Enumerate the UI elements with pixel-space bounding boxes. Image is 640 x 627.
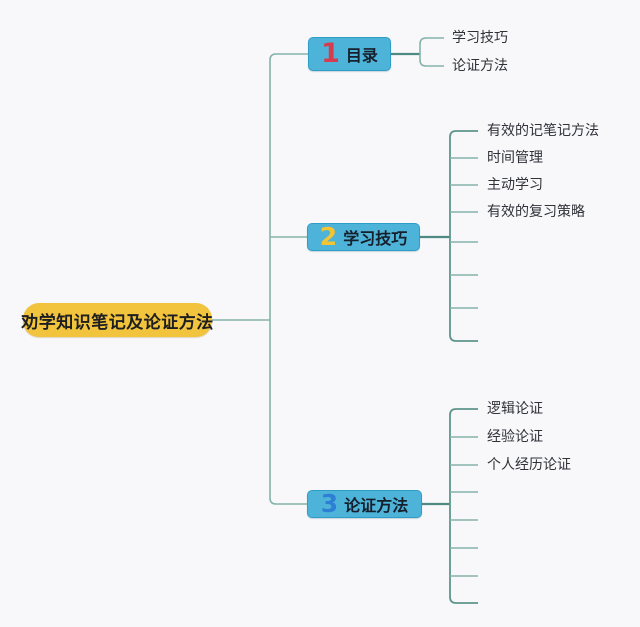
- branch-node-study-skills[interactable]: 2 学习技巧: [307, 223, 420, 251]
- branch-label-contents: 目录: [345, 46, 378, 65]
- branch-number-3: 3: [320, 488, 339, 518]
- branch-node-argument-methods[interactable]: 3 论证方法: [307, 490, 422, 518]
- branch-label-study-skills: 学习技巧: [343, 229, 408, 248]
- leaf-topic-label[interactable]: 时间管理: [487, 150, 543, 166]
- leaf-topic-label[interactable]: 主动学习: [487, 177, 543, 193]
- branch-label-argument-methods: 论证方法: [344, 496, 409, 515]
- branch-node-contents[interactable]: 1 目录: [308, 37, 391, 71]
- leaf-topic-label[interactable]: 有效的复习策略: [487, 204, 585, 220]
- root-topic-label: 劝学知识笔记及论证方法: [21, 312, 214, 333]
- leaf-topic-label[interactable]: 有效的记笔记方法: [487, 123, 599, 139]
- leaf-topic-label[interactable]: 论证方法: [452, 58, 508, 74]
- branch-number-2: 2: [319, 221, 338, 251]
- leaf-topic-label[interactable]: 经验论证: [487, 429, 543, 445]
- root-topic[interactable]: 劝学知识笔记及论证方法: [21, 303, 214, 337]
- branch-number-1: 1: [321, 37, 340, 69]
- leaf-topic-label[interactable]: 个人经历论证: [487, 457, 571, 473]
- leaf-topic-label[interactable]: 逻辑论证: [487, 401, 543, 417]
- leaf-topic-label[interactable]: 学习技巧: [452, 30, 508, 46]
